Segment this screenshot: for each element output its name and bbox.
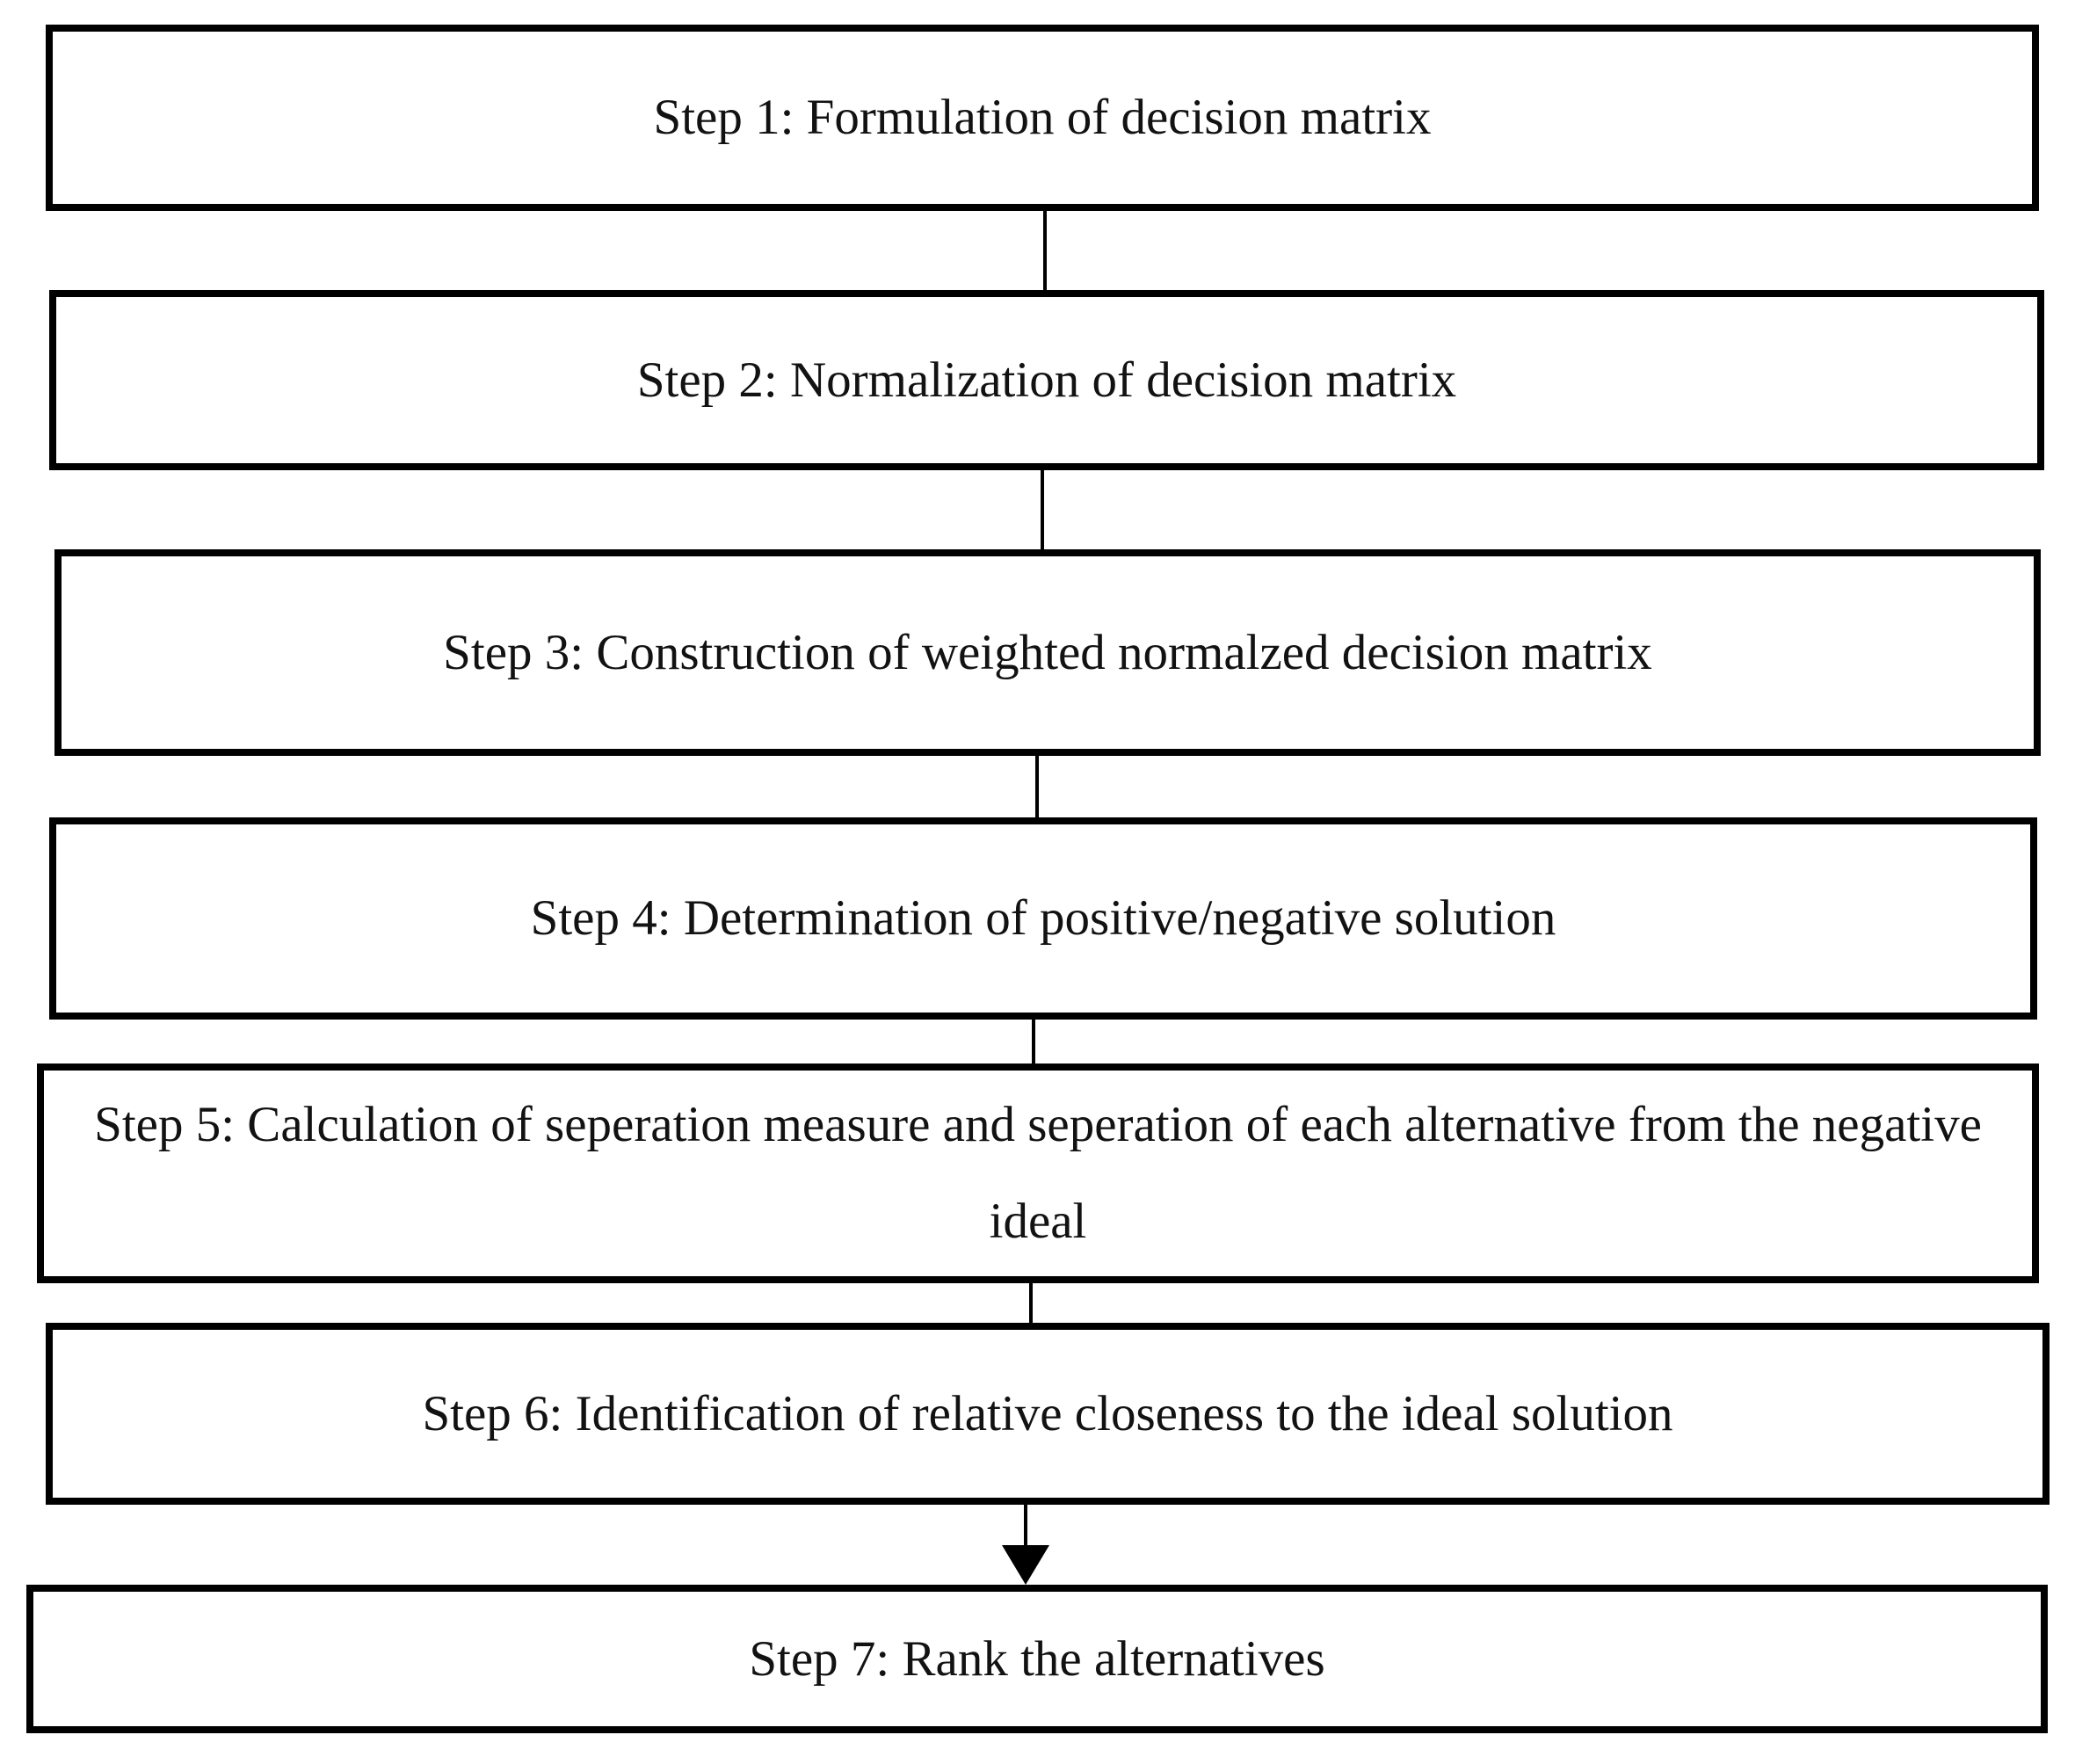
step-4-box: Step 4: Determination of positive/negati… bbox=[49, 817, 2037, 1020]
step-5-label: Step 5: Calculation of seperation measur… bbox=[94, 1097, 1982, 1249]
arrowhead-down-icon bbox=[1002, 1545, 1049, 1585]
connector-step4-step5 bbox=[1032, 1020, 1035, 1063]
step-6-box: Step 6: Identification of relative close… bbox=[46, 1323, 2050, 1505]
step-5-box: Step 5: Calculation of seperation measur… bbox=[37, 1063, 2039, 1283]
connector-step3-step4 bbox=[1035, 756, 1039, 817]
step-3-box: Step 3: Construction of weighted normalz… bbox=[54, 549, 2041, 756]
step-7-label: Step 7: Rank the alternatives bbox=[749, 1630, 1325, 1687]
connector-step1-step2 bbox=[1043, 211, 1047, 290]
connector-step6-step7-line bbox=[1024, 1505, 1027, 1549]
step-6-label: Step 6: Identification of relative close… bbox=[422, 1385, 1673, 1441]
step-2-label: Step 2: Normalization of decision matrix bbox=[636, 352, 1457, 408]
step-2-box: Step 2: Normalization of decision matrix bbox=[49, 290, 2044, 470]
step-7-box: Step 7: Rank the alternatives bbox=[26, 1585, 2048, 1733]
step-4-label: Step 4: Determination of positive/negati… bbox=[530, 890, 1556, 947]
connector-step5-step6 bbox=[1029, 1283, 1033, 1323]
step-3-label: Step 3: Construction of weighted normalz… bbox=[443, 624, 1652, 680]
step-1-box: Step 1: Formulation of decision matrix bbox=[46, 25, 2039, 211]
step-1-label: Step 1: Formulation of decision matrix bbox=[653, 90, 1432, 146]
connector-step2-step3 bbox=[1041, 470, 1044, 549]
